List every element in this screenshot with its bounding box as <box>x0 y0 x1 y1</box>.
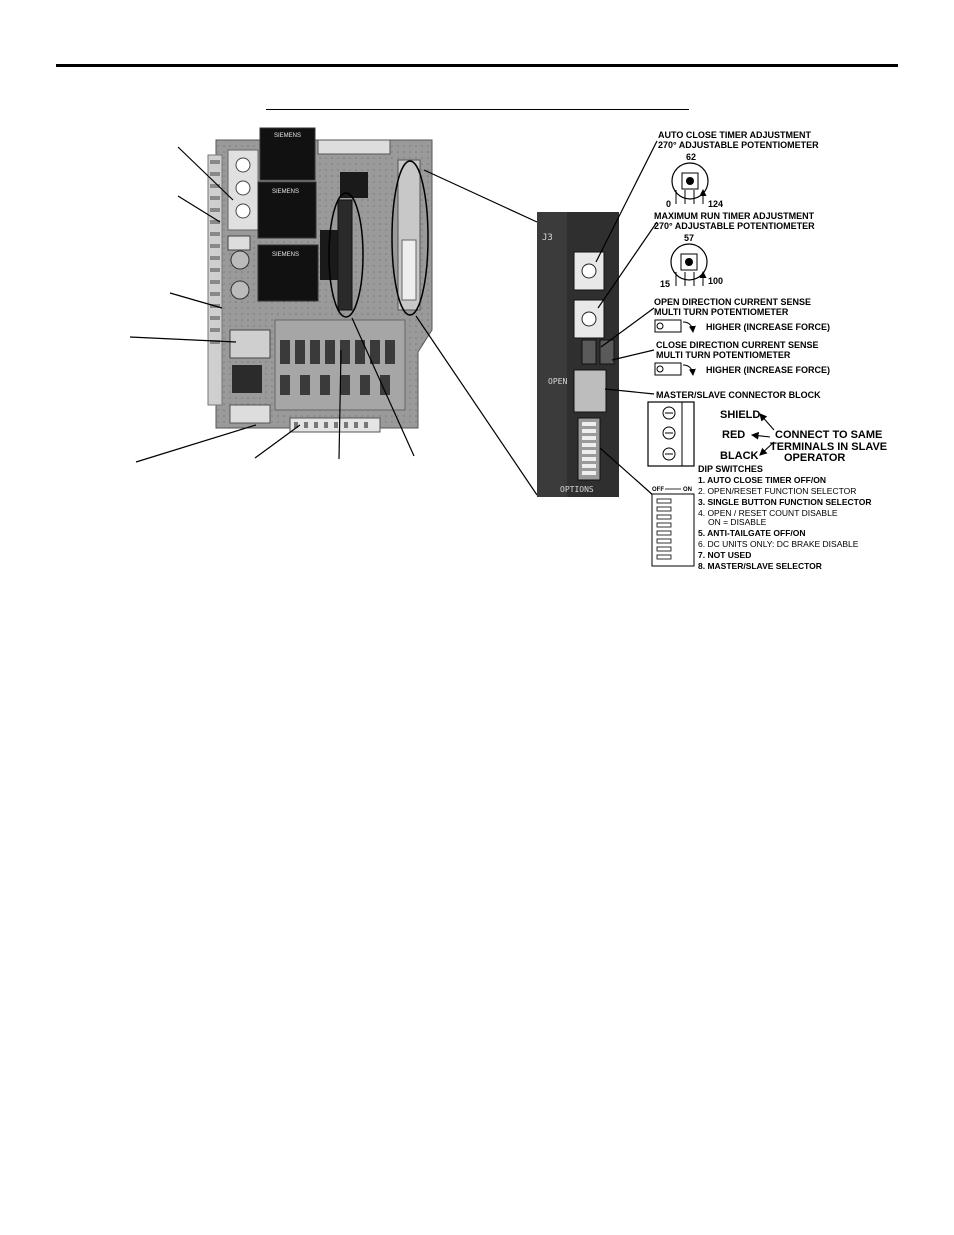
auto-close-title-2: 270° ADJUSTABLE POTENTIOMETER <box>658 140 819 150</box>
dip-item-6: 6. DC UNITS ONLY: DC BRAKE DISABLE <box>698 539 859 549</box>
left-board-photo: SIEMENS SIEMENS SIEMENS <box>207 127 433 441</box>
dip-item-7: 7. NOT USED <box>698 550 751 560</box>
terminal-shield: SHIELD <box>720 409 760 421</box>
max-run-min: 15 <box>660 279 670 289</box>
relay-1: SIEMENS <box>259 127 316 181</box>
close-sense-title-1: CLOSE DIRECTION CURRENT SENSE <box>656 340 819 350</box>
dip-item-4b: ON = DISABLE <box>708 517 767 527</box>
auto-close-title-1: AUTO CLOSE TIMER ADJUSTMENT <box>658 130 812 140</box>
board-label-open: OPEN <box>548 377 567 386</box>
auto-close-mid: 62 <box>686 152 696 162</box>
connector-block-icon <box>647 401 695 467</box>
connect-note-3: OPERATOR <box>784 452 845 464</box>
connect-arrows <box>750 413 775 456</box>
left-leader-lines <box>129 146 538 496</box>
board-label-options: OPTIONS <box>560 485 594 494</box>
open-sense-title-1: OPEN DIRECTION CURRENT SENSE <box>654 297 811 307</box>
open-sense-hint: HIGHER (INCREASE FORCE) <box>706 322 830 332</box>
relay-1-label: SIEMENS <box>274 133 301 139</box>
board-label-j3: J3 <box>542 233 553 243</box>
top-rule <box>56 64 898 67</box>
max-run-title-2: 270° ADJUSTABLE POTENTIOMETER <box>654 221 815 231</box>
caption-rule <box>266 109 689 110</box>
dip-off-label: OFF <box>652 487 664 493</box>
max-run-title-1: MAXIMUM RUN TIMER ADJUSTMENT <box>654 211 815 221</box>
auto-close-max: 124 <box>708 199 723 209</box>
dip-item-8: 8. MASTER/SLAVE SELECTOR <box>698 561 822 571</box>
auto-close-dial-icon <box>671 162 708 204</box>
annotation-panel: AUTO CLOSE TIMER ADJUSTMENT 270° ADJUSTA… <box>595 130 887 571</box>
terminal-red: RED <box>722 429 745 441</box>
dip-item-5: 5. ANTI-TAILGATE OFF/ON <box>698 528 806 538</box>
close-sense-pot-icon <box>654 362 696 376</box>
relay-3: SIEMENS <box>257 244 319 302</box>
terminal-black: BLACK <box>720 450 759 462</box>
open-sense-pot-icon <box>654 319 696 333</box>
dip-item-1: 1. AUTO CLOSE TIMER OFF/ON <box>698 475 826 485</box>
max-run-max: 100 <box>708 276 723 286</box>
max-run-dial-icon <box>670 243 707 286</box>
connector-block-title: MASTER/SLAVE CONNECTOR BLOCK <box>656 390 821 400</box>
dip-item-3: 3. SINGLE BUTTON FUNCTION SELECTOR <box>698 497 871 507</box>
auto-close-min: 0 <box>666 199 671 209</box>
max-run-mid: 57 <box>684 233 694 243</box>
connect-note-1: CONNECT TO SAME <box>775 429 882 441</box>
connect-note-2: TERMINALS IN SLAVE <box>770 441 887 453</box>
close-sense-hint: HIGHER (INCREASE FORCE) <box>706 365 830 375</box>
open-sense-title-2: MULTI TURN POTENTIOMETER <box>654 307 789 317</box>
relay-3-label: SIEMENS <box>272 252 299 258</box>
dip-title: DIP SWITCHES <box>698 464 763 474</box>
close-sense-title-2: MULTI TURN POTENTIOMETER <box>656 350 791 360</box>
right-board-photo: J3 OPEN OPTIONS <box>537 212 619 497</box>
relay-2-label: SIEMENS <box>272 189 299 195</box>
dip-item-4: 4. OPEN / RESET COUNT DISABLE <box>698 508 838 518</box>
dip-on-label: ON <box>683 487 692 493</box>
dip-switch-icon: OFF ON <box>651 487 695 567</box>
relay-2: SIEMENS <box>257 181 317 239</box>
dip-list: 1. AUTO CLOSE TIMER OFF/ON 2. OPEN/RESET… <box>698 475 871 571</box>
dip-item-2: 2. OPEN/RESET FUNCTION SELECTOR <box>698 486 856 496</box>
